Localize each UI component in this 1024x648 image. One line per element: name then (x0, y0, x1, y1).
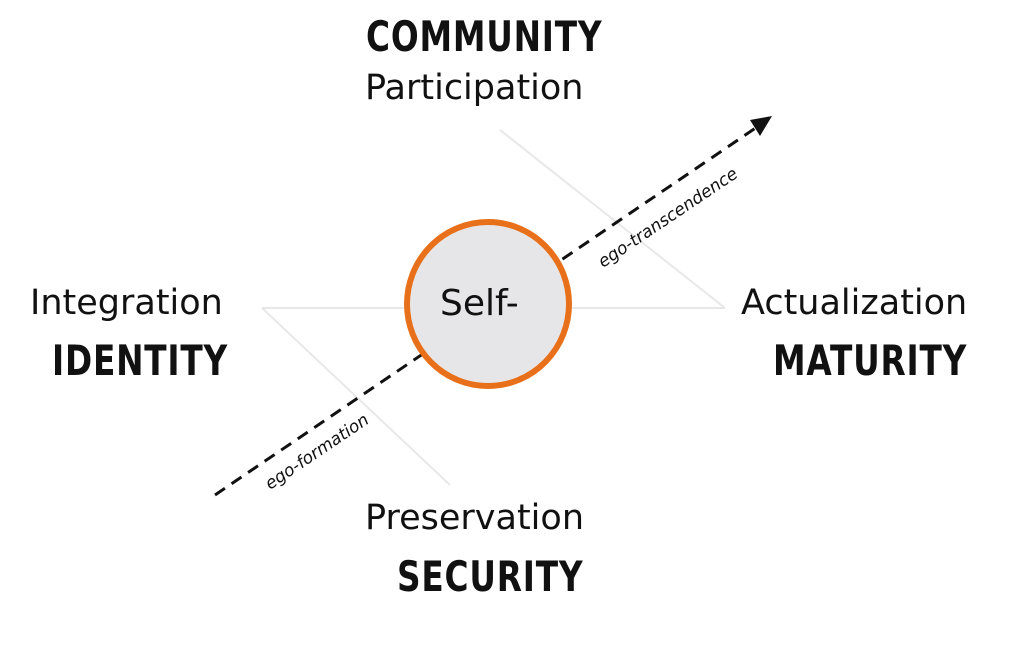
guide-line-bottom-left (261, 307, 451, 486)
preservation-label: Preservation (365, 498, 585, 538)
participation-label: Participation (365, 68, 584, 108)
guide-line-top-right (499, 129, 726, 309)
security-heading: SECURITY (397, 552, 584, 601)
arrow-head-icon (750, 116, 772, 136)
ego-transcendence-label: ego-transcendence (595, 164, 742, 272)
ego-formation-label: ego-formation (262, 410, 373, 494)
integration-label: Integration (30, 283, 223, 323)
self-circle (404, 219, 572, 389)
maturity-heading: MATURITY (773, 336, 968, 385)
identity-heading: IDENTITY (52, 336, 229, 385)
community-heading: COMMUNITY (366, 12, 603, 61)
self-label: Self- (440, 283, 519, 324)
actualization-label: Actualization (741, 283, 968, 323)
